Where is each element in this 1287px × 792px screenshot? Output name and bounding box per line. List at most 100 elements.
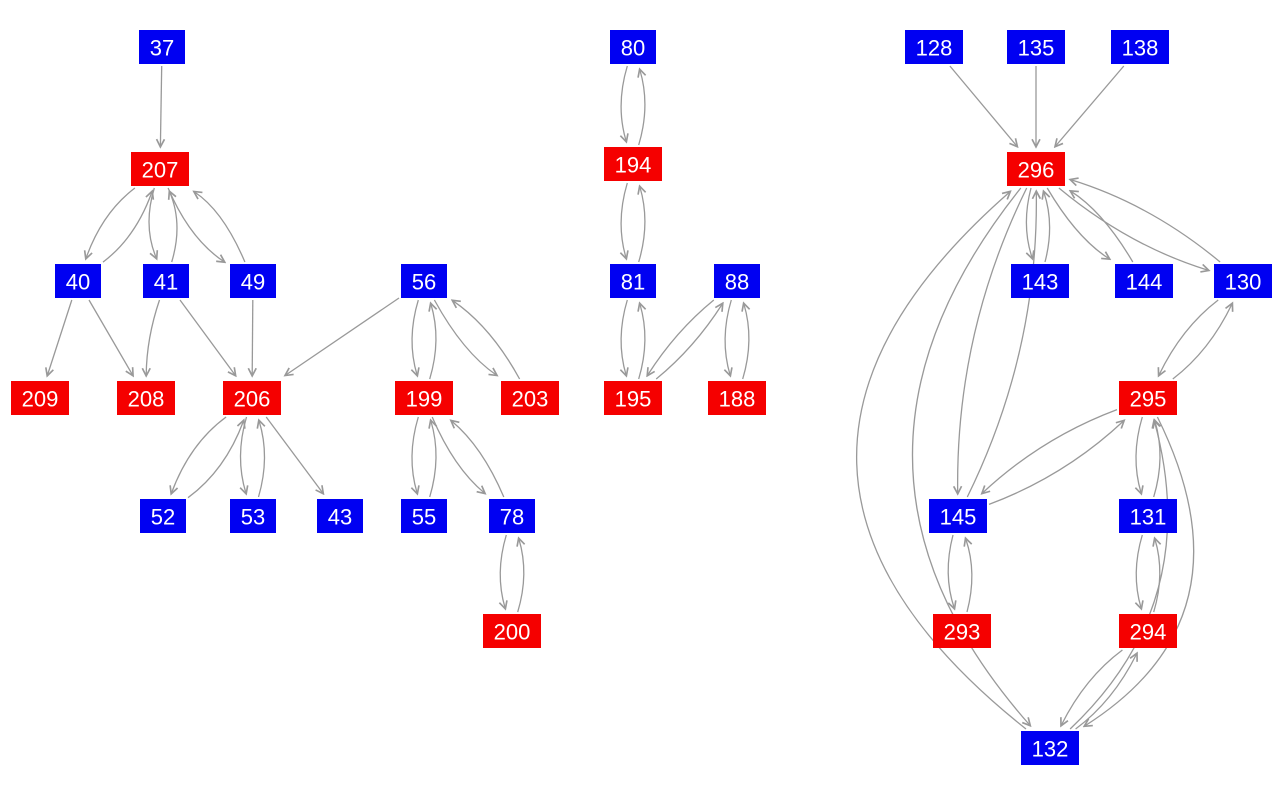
edge-40-209	[48, 299, 73, 375]
edge-207-41	[148, 187, 156, 258]
edge-295-132	[1085, 416, 1195, 726]
node-box-203	[501, 381, 559, 415]
node-188: 188	[708, 381, 766, 415]
node-box-43	[317, 499, 363, 533]
edge-80-194	[621, 65, 627, 141]
edge-206-53	[240, 416, 246, 493]
node-label-130: 130	[1225, 270, 1262, 295]
node-label-195: 195	[615, 387, 652, 412]
node-296: 296	[1007, 152, 1065, 186]
edge-40-207	[102, 192, 152, 263]
node-label-200: 200	[494, 620, 531, 645]
edge-40-208	[88, 299, 133, 375]
node-128: 128	[905, 30, 963, 64]
node-135: 135	[1007, 30, 1065, 64]
edge-81-194	[639, 187, 645, 263]
node-box-135	[1007, 30, 1065, 64]
edge-296-144	[1046, 187, 1109, 259]
node-label-207: 207	[142, 158, 179, 183]
edge-88-188	[725, 299, 731, 375]
edge-130-295	[1159, 299, 1219, 375]
edge-145-295	[988, 421, 1124, 506]
node-label-199: 199	[406, 387, 443, 412]
node-label-209: 209	[22, 387, 59, 412]
edge-195-81	[639, 304, 645, 380]
node-200: 200	[483, 614, 541, 648]
edge-199-55	[412, 416, 418, 493]
edge-294-132	[1061, 649, 1123, 725]
node-43: 43	[317, 499, 363, 533]
edge-55-199	[430, 421, 436, 498]
edge-132-296	[856, 192, 1027, 730]
node-label-206: 206	[234, 387, 271, 412]
edge-78-199	[452, 421, 505, 498]
edge-293-145	[966, 539, 973, 613]
node-label-188: 188	[719, 387, 756, 412]
edge-131-294	[1136, 534, 1142, 608]
node-label-81: 81	[621, 270, 645, 295]
node-206: 206	[223, 381, 281, 415]
node-label-56: 56	[412, 270, 436, 295]
edge-128-296	[949, 65, 1017, 146]
node-box-293	[933, 614, 991, 648]
node-box-128	[905, 30, 963, 64]
edge-194-81	[621, 182, 627, 258]
edge-194-80	[639, 70, 645, 146]
node-box-207	[131, 152, 189, 186]
node-56: 56	[401, 264, 447, 298]
node-box-40	[55, 264, 101, 298]
edge-188-88	[743, 304, 749, 380]
node-label-203: 203	[512, 387, 549, 412]
node-label-131: 131	[1130, 505, 1167, 530]
edge-78-200	[500, 534, 506, 608]
edge-132-294	[1075, 654, 1137, 730]
node-label-41: 41	[154, 270, 178, 295]
edge-199-78	[431, 416, 484, 493]
edge-296-145	[958, 187, 1028, 493]
node-88: 88	[714, 264, 760, 298]
node-label-208: 208	[128, 387, 165, 412]
node-box-194	[604, 147, 662, 181]
node-box-200	[483, 614, 541, 648]
node-49: 49	[230, 264, 276, 298]
node-label-80: 80	[621, 36, 645, 61]
edge-207-49	[167, 187, 224, 262]
node-144: 144	[1115, 264, 1173, 298]
node-box-37	[139, 30, 185, 64]
node-box-41	[143, 264, 189, 298]
node-label-295: 295	[1130, 387, 1167, 412]
node-label-132: 132	[1032, 737, 1069, 762]
node-box-195	[604, 381, 662, 415]
node-209: 209	[11, 381, 69, 415]
node-label-296: 296	[1018, 158, 1055, 183]
node-label-37: 37	[150, 36, 174, 61]
node-label-40: 40	[66, 270, 90, 295]
node-box-208	[117, 381, 175, 415]
edge-53-206	[259, 421, 265, 498]
edge-294-131	[1154, 539, 1160, 613]
node-label-194: 194	[615, 153, 652, 178]
node-label-88: 88	[725, 270, 749, 295]
node-label-143: 143	[1022, 270, 1059, 295]
edge-200-78	[518, 539, 524, 613]
node-41: 41	[143, 264, 189, 298]
node-52: 52	[140, 499, 186, 533]
node-box-294	[1119, 614, 1177, 648]
node-294: 294	[1119, 614, 1177, 648]
edge-144-296	[1071, 191, 1134, 263]
edge-296-130	[1058, 187, 1208, 270]
node-131: 131	[1119, 499, 1177, 533]
edge-56-199	[412, 299, 418, 375]
node-label-294: 294	[1130, 620, 1167, 645]
node-label-78: 78	[500, 505, 524, 530]
node-box-80	[610, 30, 656, 64]
node-81: 81	[610, 264, 656, 298]
edge-203-56	[453, 301, 521, 380]
node-box-188	[708, 381, 766, 415]
node-label-144: 144	[1126, 270, 1163, 295]
edge-199-56	[430, 304, 436, 380]
node-207: 207	[131, 152, 189, 186]
node-box-206	[223, 381, 281, 415]
node-box-78	[489, 499, 535, 533]
edge-206-52	[172, 416, 227, 493]
